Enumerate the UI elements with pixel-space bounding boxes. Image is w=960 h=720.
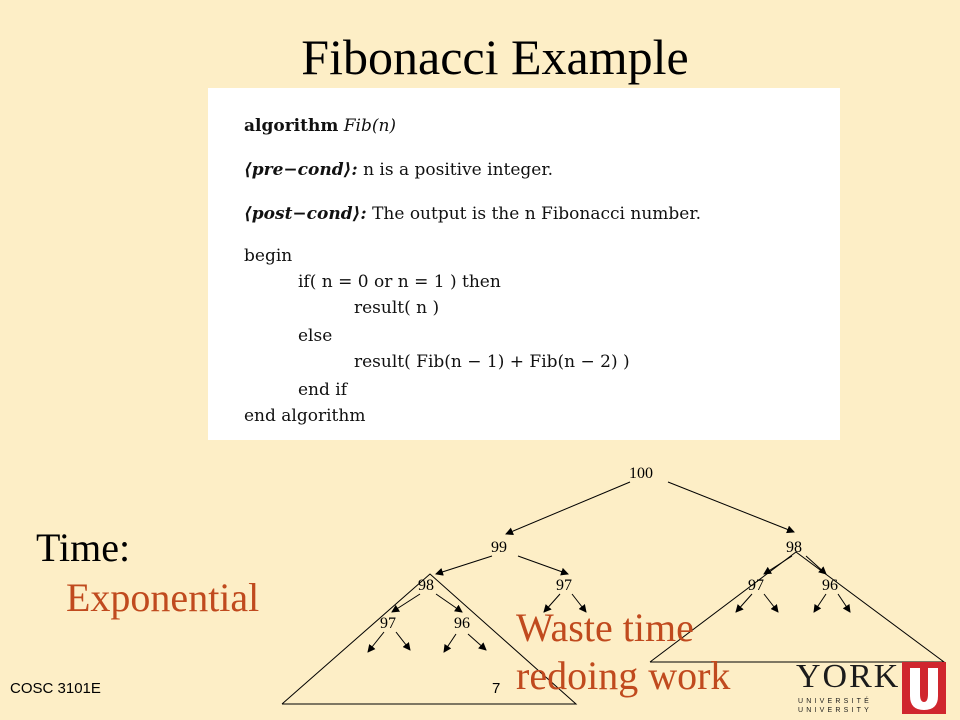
edge-96r-a [813, 593, 827, 613]
pre-condition-keyword: ⟨pre−cond⟩: [244, 160, 358, 180]
edge-96d-b [467, 633, 487, 651]
course-code: COSC 3101E [10, 680, 101, 697]
end-if-line: end if [298, 380, 348, 400]
edge-98-96 [805, 555, 827, 575]
york-logo: YORK UNIVERSITÉ UNIVERSITY [796, 658, 946, 714]
time-complexity-value: Exponential [66, 575, 260, 620]
logo-line-1: UNIVERSITÉ [798, 698, 873, 705]
edge-98l-97 [391, 593, 421, 613]
node-right: 98 [786, 539, 802, 556]
post-condition-line: ⟨post−cond⟩: The output is the n Fibonac… [244, 204, 701, 224]
edge-97d-b [395, 631, 411, 651]
waste-annotation: Waste time redoing work [516, 604, 730, 700]
logo-line-2: UNIVERSITY [798, 707, 873, 714]
waste-line-1: Waste time [516, 605, 694, 650]
node-right-right: 96 [822, 577, 838, 594]
node-lll: 97 [380, 615, 396, 632]
end-algorithm-line: end algorithm [244, 406, 366, 426]
york-mark-icon [902, 662, 946, 714]
left-subtree-triangle [281, 573, 578, 705]
edge-99-97 [517, 555, 569, 576]
else-line: else [298, 326, 333, 346]
edge-97r-a [735, 593, 753, 613]
edge-98l-96 [435, 593, 463, 613]
algorithm-header: algorithm Fib(n) [244, 116, 396, 136]
edge-97d-a [367, 631, 385, 653]
right-subtree-triangle [649, 551, 946, 663]
node-root: 100 [629, 465, 653, 482]
slide-title: Fibonacci Example [301, 29, 689, 85]
post-condition-text: The output is the n Fibonacci number. [372, 204, 701, 224]
logo-wordmark: YORK [796, 658, 901, 695]
node-left-right: 97 [556, 577, 572, 594]
algorithm-keyword: algorithm [244, 116, 339, 136]
result-fib-line: result( Fib(n − 1) + Fib(n − 2) ) [354, 352, 630, 372]
pre-condition-text: n is a positive integer. [363, 160, 554, 180]
node-left: 99 [491, 539, 507, 556]
edge-97m-a [543, 593, 561, 613]
node-left-left: 98 [418, 577, 434, 594]
time-label: Time: [36, 525, 131, 570]
edge-99-98 [435, 555, 493, 576]
edge-97m-b [571, 593, 587, 613]
node-llr: 96 [454, 615, 470, 632]
edge-96r-b [837, 593, 851, 613]
algorithm-name: Fib(n) [343, 116, 397, 136]
algorithm-box: algorithm Fib(n) ⟨pre−cond⟩: n is a posi… [208, 88, 840, 440]
edge-96d-a [443, 633, 457, 653]
waste-line-2: redoing work [516, 653, 731, 698]
result-n-line: result( n ) [354, 298, 440, 318]
edge-97r-b [763, 593, 779, 613]
post-condition-keyword: ⟨post−cond⟩: [244, 204, 367, 224]
page-number: 7 [492, 680, 501, 697]
if-line: if( n = 0 or n = 1 ) then [298, 272, 501, 292]
edge-root-left [505, 481, 631, 535]
pre-condition-line: ⟨pre−cond⟩: n is a positive integer. [244, 160, 553, 180]
edge-root-right [667, 481, 795, 534]
node-right-left: 97 [748, 577, 764, 594]
begin-line: begin [244, 246, 293, 266]
